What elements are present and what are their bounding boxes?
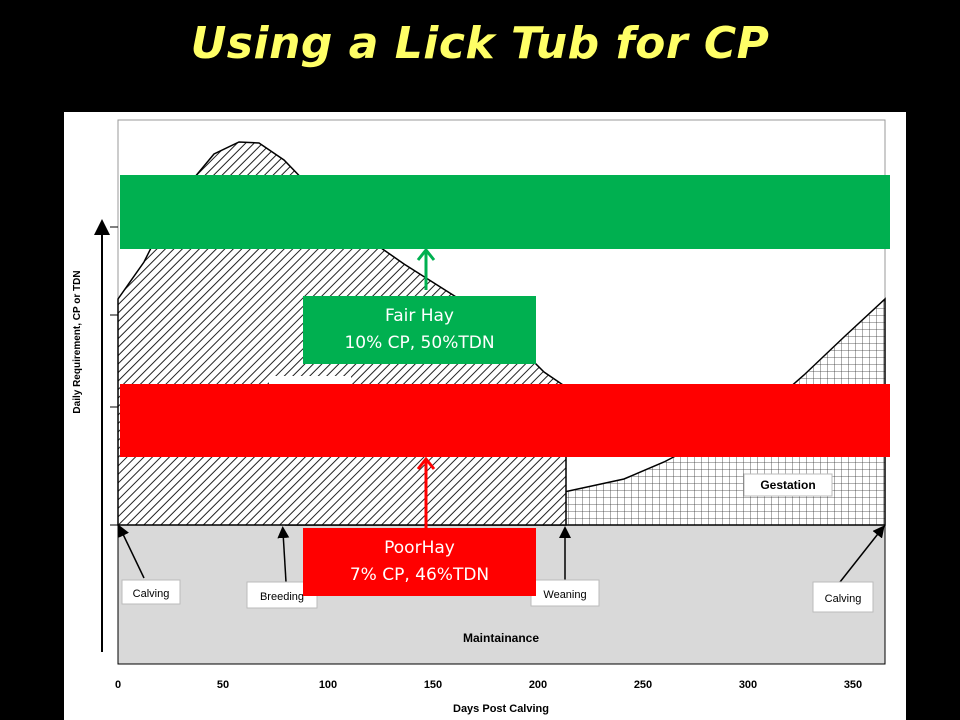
x-tick-100: 100 — [319, 679, 337, 691]
gestation-label: Gestation — [760, 478, 815, 492]
x-tick-0: 0 — [115, 679, 121, 691]
y-ticks — [110, 226, 118, 526]
fair-hay-level-bar — [120, 175, 890, 249]
x-tick-50: 50 — [217, 679, 229, 691]
gestation-label-box — [743, 473, 833, 497]
poor-hay-title: PoorHay — [384, 538, 455, 558]
fair-hay-detail: 10% CP, 50%TDN — [344, 333, 495, 353]
x-tick-300: 300 — [739, 679, 757, 691]
poor-hay-level-bar — [120, 384, 890, 457]
x-axis-label: Days Post Calving — [453, 703, 549, 715]
x-ticks: 0 50 100 150 200 250 300 350 — [115, 679, 862, 691]
fair-hay-title: Fair Hay — [384, 306, 454, 326]
fair-hay-box: Fair Hay 10% CP, 50%TDN — [303, 296, 536, 364]
poor-hay-detail: 7% CP, 46%TDN — [349, 565, 490, 585]
x-tick-350: 350 — [844, 679, 862, 691]
x-tick-250: 250 — [634, 679, 652, 691]
event-markers — [118, 524, 885, 583]
event-label-weaning: Weaning — [543, 589, 586, 601]
fair-hay-arrow — [416, 247, 436, 290]
y-axis-label: Daily Requirement, CP or TDN — [72, 270, 83, 413]
x-tick-150: 150 — [424, 679, 442, 691]
event-label-breeding: Breeding — [260, 591, 304, 603]
x-tick-200: 200 — [529, 679, 547, 691]
event-label-calving-end: Calving — [825, 593, 862, 605]
maintainance-label: Maintainance — [463, 631, 539, 645]
event-label-calving-start: Calving — [133, 588, 170, 600]
poor-hay-box: PoorHay 7% CP, 46%TDN — [303, 528, 536, 596]
slide-title: Using a Lick Tub for CP — [190, 18, 770, 69]
poor-hay-arrow — [416, 456, 436, 529]
